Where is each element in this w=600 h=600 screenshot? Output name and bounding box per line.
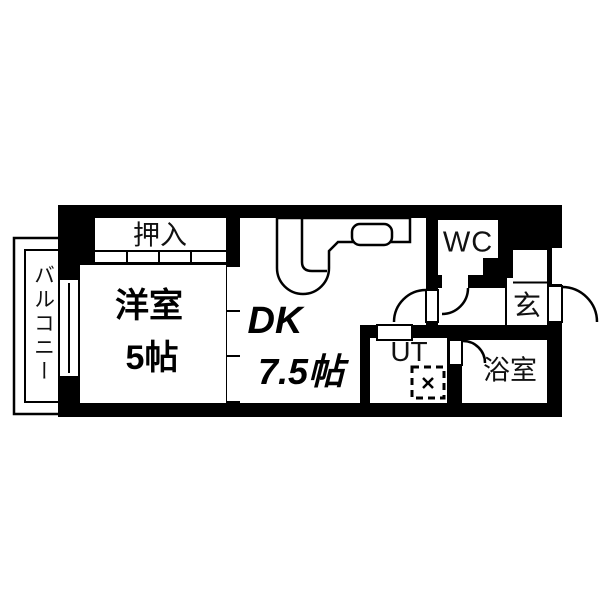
western-dk-door-dividers bbox=[227, 310, 240, 357]
label-toilet: WC bbox=[442, 226, 494, 259]
label-utility: UT bbox=[390, 336, 428, 367]
label-western-room-size: 5帖 bbox=[125, 339, 179, 377]
label-balcony: バルコニー bbox=[31, 264, 55, 384]
kitchen-counter-inner-edge bbox=[300, 218, 327, 273]
kitchen-sink-icon bbox=[350, 222, 394, 247]
shoe-cabinet bbox=[513, 250, 547, 283]
label-closet: 押入 bbox=[133, 220, 187, 251]
label-dk: DK bbox=[247, 300, 303, 342]
toilet-wall-notch bbox=[483, 258, 498, 275]
label-dk-size: 7.5帖 bbox=[257, 351, 345, 392]
room-closet bbox=[95, 218, 226, 250]
entry-door-leaf bbox=[547, 285, 563, 323]
dk-hall-door-swing bbox=[392, 288, 427, 323]
room-entrance bbox=[507, 278, 547, 325]
outer-edge-notch bbox=[552, 248, 563, 284]
closet-door-dividers bbox=[126, 252, 192, 262]
dk-hall-door-leaf bbox=[425, 289, 439, 323]
label-bathroom: 浴室 bbox=[483, 355, 537, 386]
utility-door-opening bbox=[376, 324, 413, 341]
room-western bbox=[80, 265, 226, 403]
closet-sliding-door bbox=[95, 252, 226, 262]
entry-door-swing bbox=[561, 285, 599, 323]
toilet-door-opening bbox=[442, 273, 468, 289]
bath-door-swing bbox=[462, 339, 487, 364]
label-entrance: 玄 bbox=[512, 290, 542, 321]
label-western-room: 洋室 bbox=[115, 287, 183, 325]
hallway-floor bbox=[438, 288, 505, 325]
bath-door-leaf bbox=[448, 339, 463, 366]
washer-drain-cross-icon bbox=[422, 377, 434, 389]
western-dk-sliding-door bbox=[227, 267, 240, 401]
toilet-door-swing bbox=[441, 287, 470, 316]
room-bathroom bbox=[462, 340, 547, 403]
